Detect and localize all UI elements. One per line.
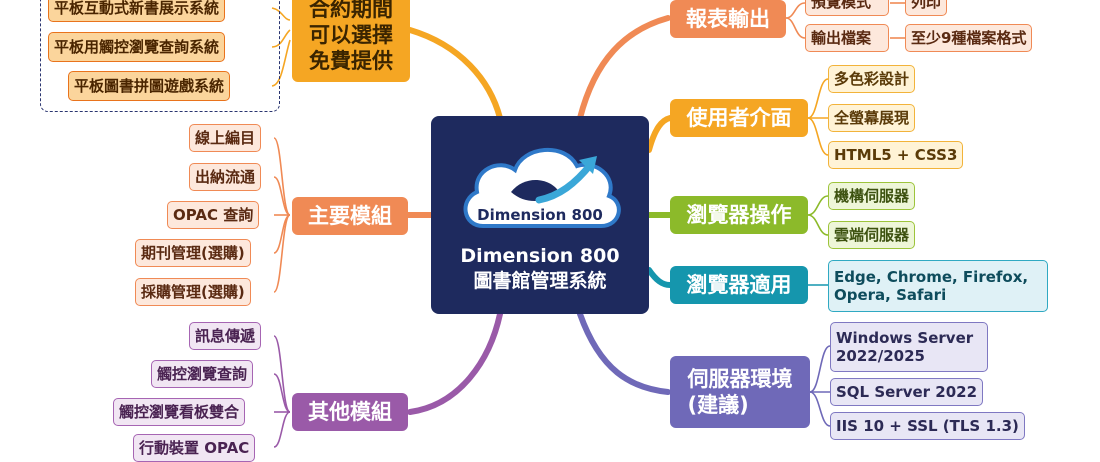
leaf-label: 觸控瀏覽看板雙合 bbox=[119, 403, 240, 421]
leaf-iis-ssl: IIS 10 + SSL (TLS 1.3) bbox=[830, 412, 1025, 440]
leaf-label: IIS 10 + SSL (TLS 1.3) bbox=[836, 417, 1019, 435]
leaf-print: 列印 bbox=[905, 0, 948, 16]
branch-line: (建議) bbox=[687, 393, 749, 417]
branch-label: 報表輸出 bbox=[686, 6, 770, 31]
leaf-label: 全螢幕展現 bbox=[834, 109, 910, 127]
center-title: Dimension 800 圖書館管理系統 bbox=[431, 244, 649, 293]
connector-lines bbox=[271, 2, 905, 448]
center-title-line: Dimension 800 bbox=[460, 245, 620, 267]
leaf-label: Windows Server 2022/2025 bbox=[836, 329, 974, 365]
leaf-label: 期刊管理(選購) bbox=[141, 244, 245, 262]
leaf-label: 輸出檔案 bbox=[811, 29, 872, 47]
leaf-label: 多色彩設計 bbox=[834, 70, 910, 88]
branch-browser-operation: 瀏覽器操作 bbox=[670, 196, 808, 234]
branch-main-modules: 主要模組 bbox=[292, 197, 408, 235]
leaf-label: OPAC 查詢 bbox=[173, 206, 254, 224]
leaf-cloud-server: 雲端伺服器 bbox=[828, 221, 916, 249]
branch-label: 瀏覽器適用 bbox=[686, 272, 792, 297]
leaf-label: 平板互動式新書展示系統 bbox=[54, 0, 220, 17]
leaf-fullscreen: 全螢幕展現 bbox=[828, 104, 916, 132]
leaf-mobile-opac: 行動裝置 OPAC bbox=[133, 434, 256, 462]
leaf-label: 平板用觸控瀏覽查詢系統 bbox=[54, 38, 220, 56]
branch-line: 伺服器環境 bbox=[687, 366, 793, 391]
leaf-circulation: 出納流通 bbox=[189, 163, 262, 191]
leaf-opac-query: OPAC 查詢 bbox=[167, 201, 260, 229]
leaf-label: 線上編目 bbox=[195, 129, 256, 147]
leaf-windows-server: Windows Server 2022/2025 bbox=[830, 322, 988, 372]
branch-line: 合約期間 bbox=[309, 0, 393, 21]
leaf-sql-server: SQL Server 2022 bbox=[830, 378, 984, 406]
leaf-file-formats: 至少9種檔案格式 bbox=[905, 24, 1033, 52]
leaf-label: Edge, Chrome, Firefox, Opera, Safari bbox=[834, 268, 1029, 304]
dimension-800-logo: Dimension 800 bbox=[455, 130, 625, 240]
cloud-logo-icon: Dimension 800 bbox=[463, 148, 621, 228]
leaf-touch-board-combo: 觸控瀏覽看板雙合 bbox=[113, 398, 246, 426]
branch-other-modules: 其他模組 bbox=[292, 393, 408, 431]
leaf-acquisitions-management: 採購管理(選購) bbox=[135, 278, 251, 306]
branch-free-options: 合約期間 可以選擇 免費提供 bbox=[292, 0, 410, 82]
leaf-label: 雲端伺服器 bbox=[834, 226, 910, 244]
leaf-tablet-new-book: 平板互動式新書展示系統 bbox=[48, 0, 226, 22]
leaf-touch-browse-query: 觸控瀏覽查詢 bbox=[151, 360, 254, 388]
leaf-label: 訊息傳遞 bbox=[195, 327, 256, 345]
branch-label: 其他模組 bbox=[308, 399, 392, 424]
branch-line: 可以選擇 bbox=[309, 22, 393, 47]
branch-browser-compatibility: 瀏覽器適用 bbox=[670, 266, 808, 304]
leaf-label: 行動裝置 OPAC bbox=[139, 439, 250, 457]
leaf-tablet-puzzle-game: 平板圖書拼圖遊戲系統 bbox=[68, 71, 231, 101]
leaf-label: 預覽模式 bbox=[811, 0, 872, 11]
leaf-serials-management: 期刊管理(選購) bbox=[135, 239, 251, 267]
leaf-export-file: 輸出檔案 bbox=[805, 24, 889, 52]
branch-line: 免費提供 bbox=[309, 49, 393, 74]
leaf-institution-server: 機構伺服器 bbox=[828, 182, 916, 210]
leaf-supported-browsers: Edge, Chrome, Firefox, Opera, Safari bbox=[828, 260, 1048, 312]
leaf-label: 列印 bbox=[911, 0, 942, 11]
branch-user-interface: 使用者介面 bbox=[670, 99, 808, 137]
tablet-systems-group bbox=[40, 0, 280, 112]
leaf-preview-mode: 預覽模式 bbox=[805, 0, 889, 16]
branch-report-output: 報表輸出 bbox=[670, 0, 786, 38]
leaf-multicolor-design: 多色彩設計 bbox=[828, 65, 916, 93]
branch-label: 使用者介面 bbox=[686, 105, 792, 130]
branch-label: 瀏覽器操作 bbox=[686, 202, 792, 227]
leaf-label: SQL Server 2022 bbox=[836, 383, 978, 401]
branch-server-environment: 伺服器環境 (建議) bbox=[670, 356, 810, 428]
leaf-label: 觸控瀏覽查詢 bbox=[157, 365, 248, 383]
leaf-online-cataloging: 線上編目 bbox=[189, 124, 262, 152]
logo-text: Dimension 800 bbox=[477, 206, 603, 224]
leaf-label: 至少9種檔案格式 bbox=[911, 29, 1027, 47]
leaf-messaging: 訊息傳遞 bbox=[189, 322, 262, 350]
center-node: Dimension 800 Dimension 800 圖書館管理系統 bbox=[431, 116, 649, 314]
branch-label: 主要模組 bbox=[308, 203, 392, 228]
leaf-label: 機構伺服器 bbox=[834, 187, 910, 205]
leaf-label: HTML5 + CSS3 bbox=[834, 146, 958, 164]
leaf-label: 平板圖書拼圖遊戲系統 bbox=[74, 77, 225, 95]
leaf-html5-css3: HTML5 + CSS3 bbox=[828, 141, 964, 169]
center-title-line: 圖書館管理系統 bbox=[473, 269, 607, 292]
leaf-label: 採購管理(選購) bbox=[141, 283, 245, 301]
leaf-tablet-touch-query: 平板用觸控瀏覽查詢系統 bbox=[48, 32, 226, 62]
leaf-label: 出納流通 bbox=[195, 168, 256, 186]
